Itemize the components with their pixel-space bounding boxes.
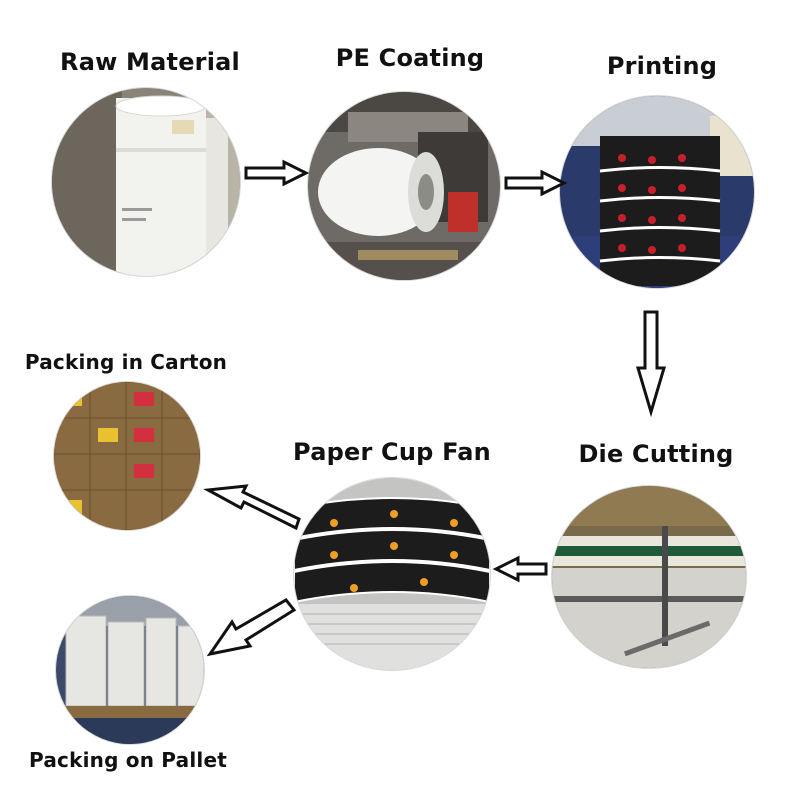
carton-stack-photo-icon — [54, 382, 200, 530]
printed-roll-photo-icon — [560, 96, 754, 288]
cup-fan-stack-photo-icon — [294, 478, 490, 670]
arrow-coating-to-printing — [504, 169, 568, 197]
step-label-printing: Printing — [606, 52, 718, 80]
raw-material-photo — [52, 88, 240, 276]
arrow-diecutting-to-cupfan — [492, 555, 548, 583]
step-label-raw-material: Raw Material — [60, 48, 240, 76]
arrow-printing-to-diecutting — [635, 310, 667, 418]
die-cutting-photo — [552, 486, 746, 668]
packing-carton-photo — [54, 382, 200, 530]
packing-pallet-photo — [56, 596, 204, 744]
arrow-cupfan-to-pallet — [206, 598, 297, 657]
coating-machine-photo-icon — [308, 92, 500, 280]
arrow-cupfan-to-carton — [203, 484, 301, 531]
paper-roll-photo-icon — [52, 88, 240, 276]
arrow-raw-to-coating — [244, 159, 310, 187]
pe-coating-photo — [308, 92, 500, 280]
step-label-packing-carton: Packing in Carton — [24, 350, 228, 374]
pallet-photo-icon — [56, 596, 204, 744]
step-label-die-cutting: Die Cutting — [578, 440, 734, 468]
printing-photo — [560, 96, 754, 288]
step-label-pe-coating: PE Coating — [335, 44, 485, 72]
step-label-packing-pallet: Packing on Pallet — [29, 748, 227, 772]
paper-cup-fan-photo — [294, 478, 490, 670]
die-cutting-photo-icon — [552, 486, 746, 668]
step-label-paper-cup-fan: Paper Cup Fan — [293, 438, 491, 466]
